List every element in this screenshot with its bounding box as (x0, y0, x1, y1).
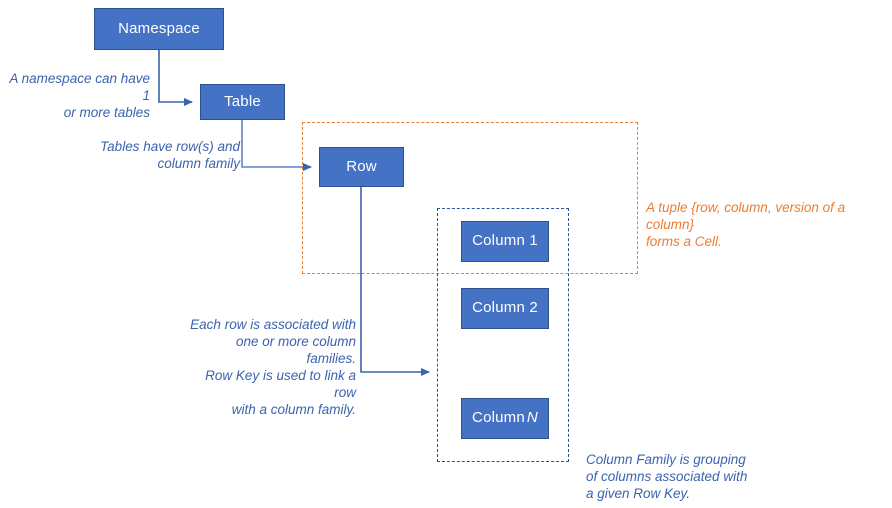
note-namespace-to-table: A namespace can have 1 or more tables (9, 71, 150, 120)
column-family-group-rect (437, 208, 569, 462)
node-column-n[interactable]: Column N (461, 398, 549, 439)
note-row-to-column-family: Each row is associated with one or more … (190, 317, 356, 417)
node-row-label: Row (346, 157, 377, 175)
node-column-2-label: Column 2 (472, 299, 538, 317)
node-table-label: Table (224, 92, 261, 110)
node-namespace-label: Namespace (118, 19, 200, 37)
node-column-2[interactable]: Column 2 (461, 288, 549, 329)
note-column-family-definition: Column Family is grouping of columns ass… (586, 452, 748, 501)
node-column-1[interactable]: Column 1 (461, 221, 549, 262)
node-table[interactable]: Table (200, 84, 285, 120)
node-column-n-emphasis: N (526, 409, 538, 427)
note-cell-definition: A tuple {row, column, version of a colum… (646, 200, 846, 249)
connector-namespace-to-table (158, 50, 193, 106)
note-table-to-row: Tables have row(s) and column family (100, 139, 240, 171)
node-column-n-label: Column (472, 409, 525, 427)
node-column-1-label: Column 1 (472, 232, 538, 250)
cell-group-rect (302, 122, 638, 274)
node-namespace[interactable]: Namespace (94, 8, 224, 50)
node-row[interactable]: Row (319, 147, 404, 187)
connector-table-to-row (241, 120, 312, 171)
